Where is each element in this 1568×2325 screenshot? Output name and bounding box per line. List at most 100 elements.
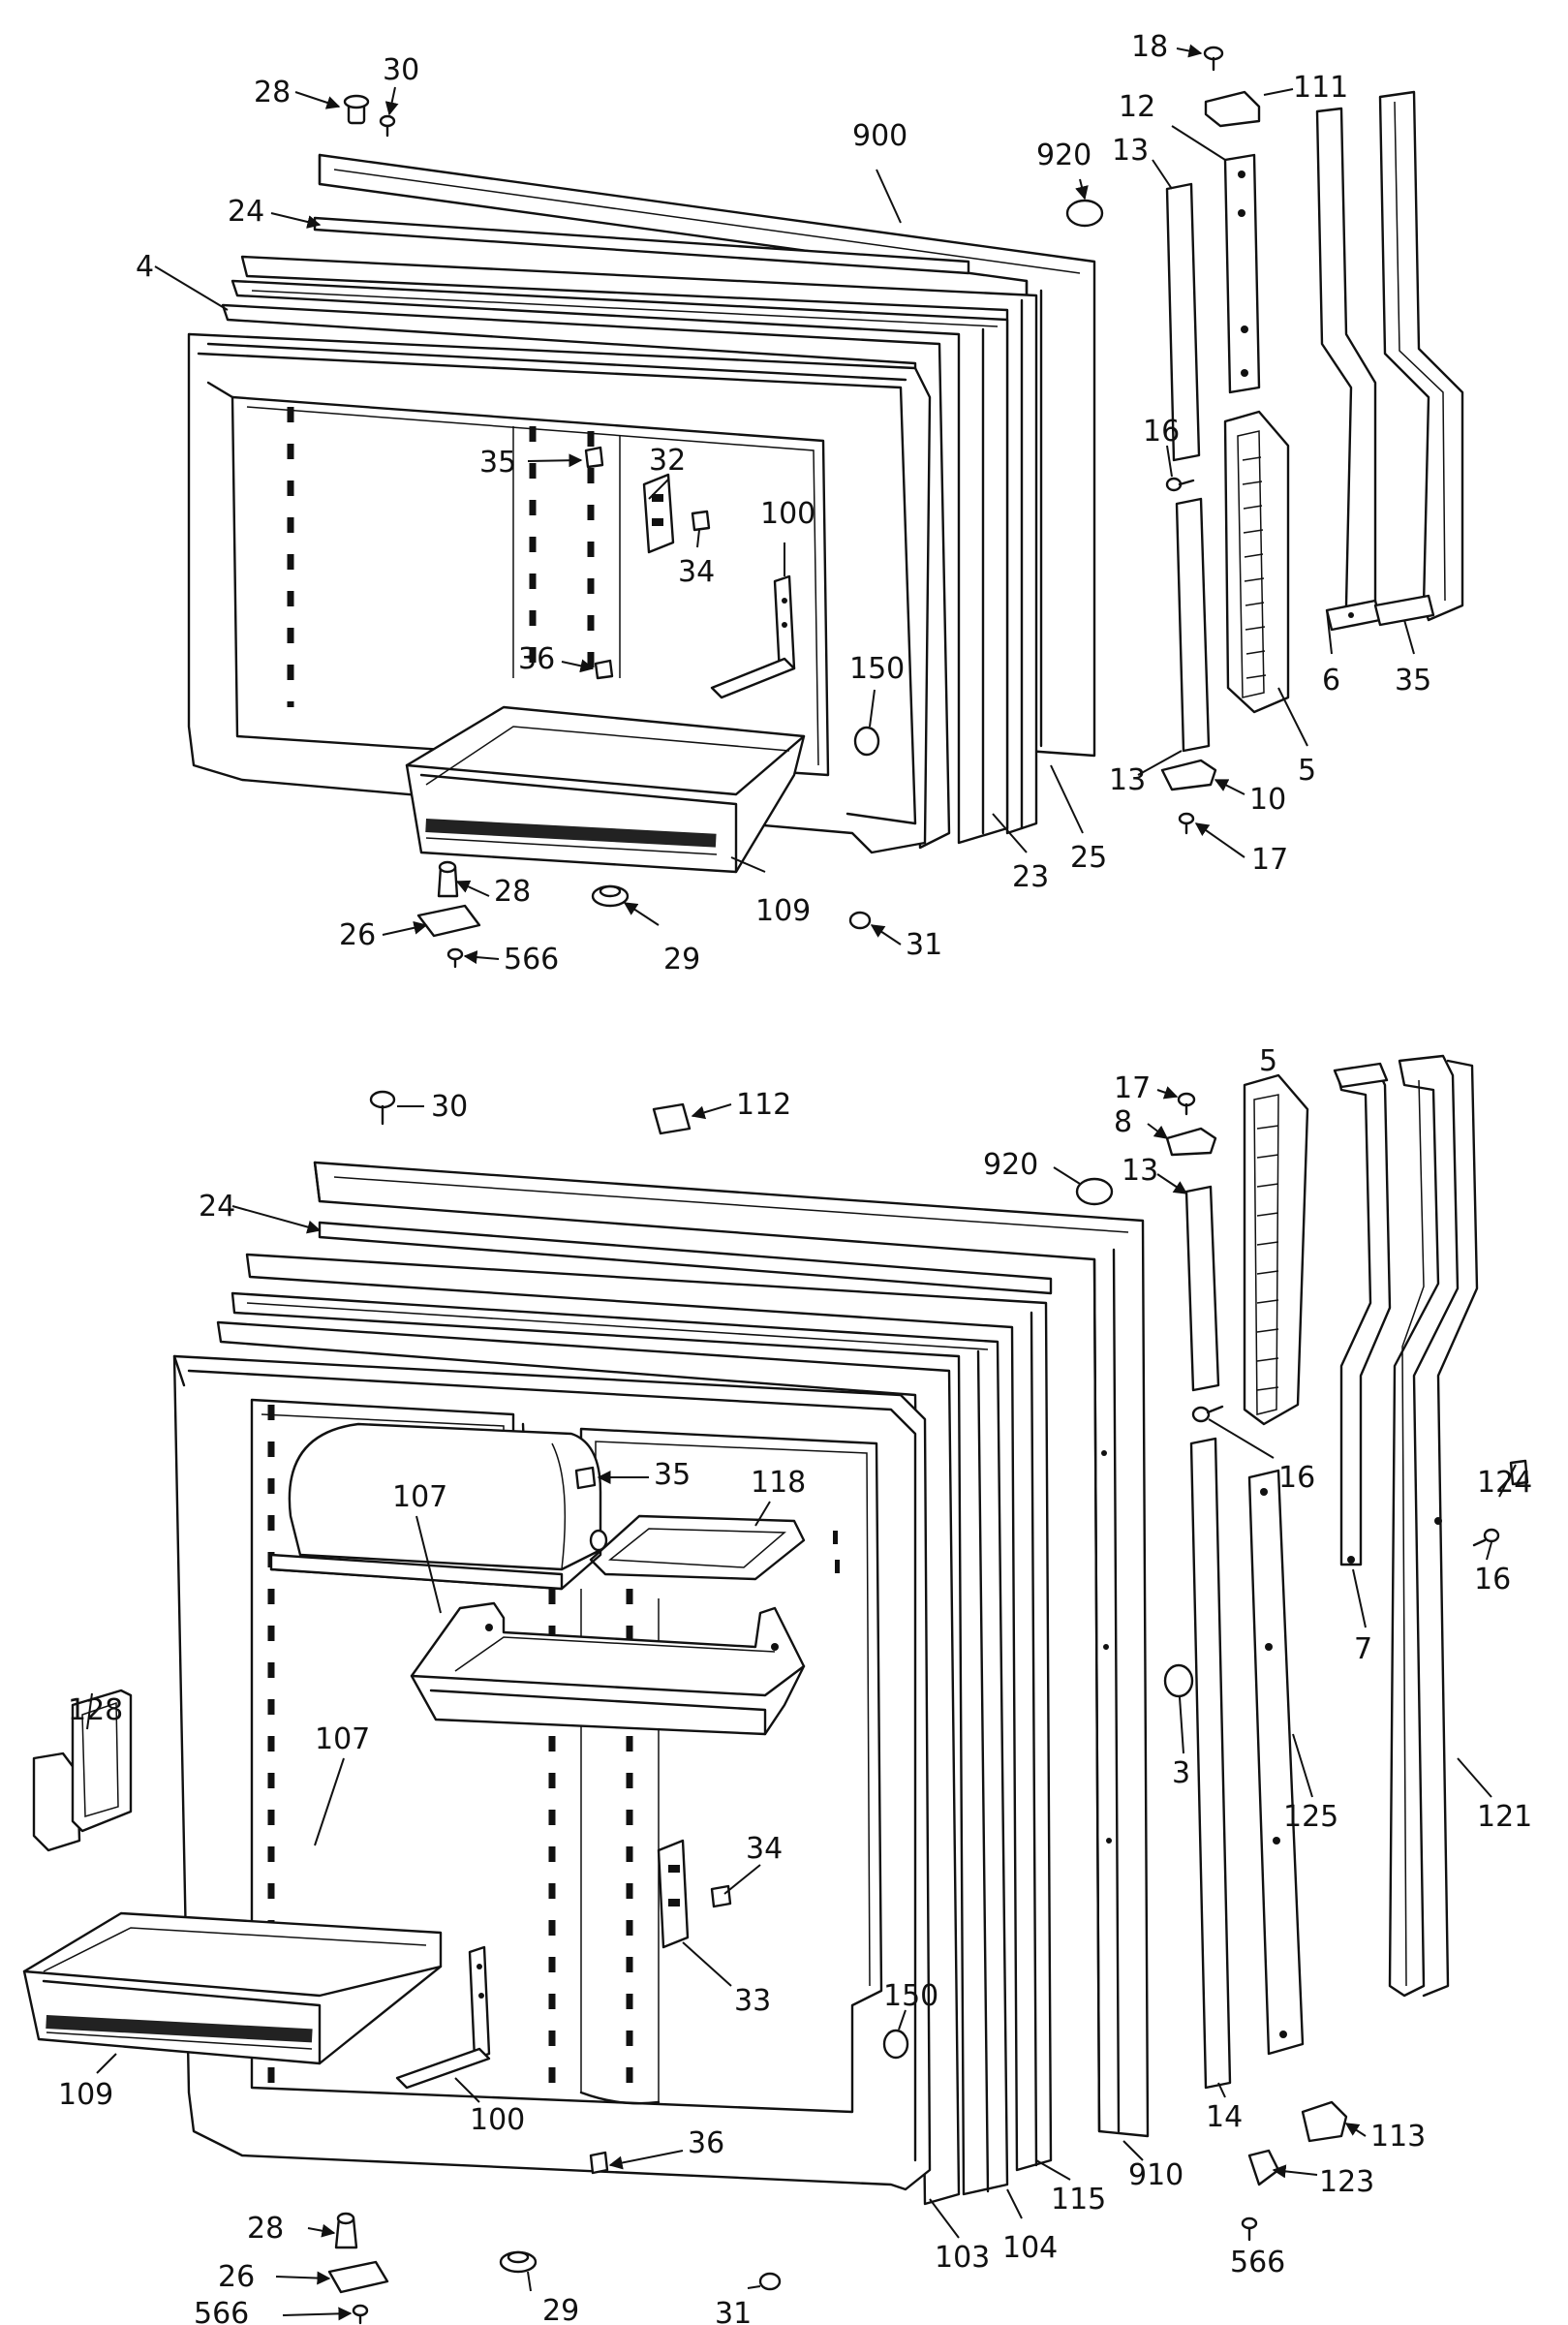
grille-5 bbox=[1223, 410, 1290, 714]
grommet-29-top bbox=[591, 884, 630, 908]
freezer-door-assembly bbox=[187, 46, 1464, 969]
label-13: 13 bbox=[1112, 134, 1149, 168]
label-17b: 17 bbox=[1114, 1071, 1151, 1105]
label-100: 100 bbox=[760, 497, 815, 531]
label-35c: 35 bbox=[654, 1458, 691, 1492]
handle-35 bbox=[1373, 90, 1464, 627]
plug-28-top bbox=[343, 94, 370, 125]
hinge-111 bbox=[1204, 90, 1261, 128]
label-6: 6 bbox=[1322, 664, 1340, 698]
label-10: 10 bbox=[1249, 783, 1286, 817]
plug-920-bottom bbox=[1075, 1177, 1114, 1206]
label-35: 35 bbox=[479, 446, 516, 480]
label-29: 29 bbox=[663, 943, 700, 976]
shelf-bracket-32 bbox=[642, 473, 675, 554]
label-124: 124 bbox=[1477, 1466, 1532, 1500]
screw-16-right bbox=[1472, 1528, 1500, 1547]
label-8: 8 bbox=[1114, 1105, 1132, 1139]
label-104: 104 bbox=[1002, 2231, 1058, 2265]
label-25: 25 bbox=[1070, 841, 1107, 875]
label-36: 36 bbox=[518, 642, 555, 676]
label-34: 34 bbox=[678, 555, 715, 589]
label-920: 920 bbox=[1036, 139, 1091, 172]
clip-34 bbox=[691, 510, 711, 532]
label-23: 23 bbox=[1012, 860, 1049, 894]
label-26b: 26 bbox=[218, 2260, 255, 2294]
fresh-food-leader-lines bbox=[86, 1086, 1517, 2321]
handle-strip-125 bbox=[1247, 1469, 1305, 2056]
label-7: 7 bbox=[1354, 1632, 1372, 1666]
grille-5-bottom bbox=[1243, 1073, 1309, 1426]
label-113: 113 bbox=[1370, 2120, 1426, 2154]
label-3: 3 bbox=[1172, 1756, 1190, 1790]
stud-150 bbox=[853, 726, 880, 757]
label-12: 12 bbox=[1119, 90, 1155, 124]
label-109: 109 bbox=[755, 894, 811, 928]
label-36b: 36 bbox=[688, 2126, 724, 2160]
screw-30-bottom bbox=[369, 1090, 396, 1126]
freezer-pan-109 bbox=[405, 705, 806, 874]
label-35-handle: 35 bbox=[1395, 664, 1431, 698]
screw-566-right bbox=[1241, 2216, 1258, 2242]
stud-150-bottom bbox=[882, 2029, 909, 2060]
label-14: 14 bbox=[1206, 2100, 1243, 2134]
plug-920-top bbox=[1065, 199, 1104, 228]
label-115: 115 bbox=[1051, 2183, 1106, 2216]
screw-566-bottom bbox=[352, 2304, 369, 2325]
handle-strip-12 bbox=[1223, 153, 1261, 394]
outer-door-panel-910 bbox=[313, 1161, 1150, 2138]
label-17: 17 bbox=[1251, 843, 1288, 877]
hinge-8 bbox=[1165, 1127, 1217, 1157]
label-107b: 107 bbox=[315, 1722, 370, 1756]
label-910: 910 bbox=[1128, 2158, 1184, 2192]
door-gasket-frames bbox=[221, 255, 1038, 850]
handle-7 bbox=[1333, 1062, 1392, 1566]
label-28: 28 bbox=[254, 76, 291, 109]
label-123: 123 bbox=[1319, 2165, 1374, 2199]
trim-13-upper bbox=[1165, 182, 1201, 462]
screw-30-top bbox=[379, 114, 396, 138]
label-16c: 16 bbox=[1474, 1563, 1511, 1596]
plate-26-bottom bbox=[327, 2260, 389, 2294]
dairy-door-107 bbox=[269, 1422, 608, 1591]
label-31: 31 bbox=[906, 928, 942, 962]
screw-16-bottom bbox=[1191, 1405, 1224, 1423]
plug-28-bottom bbox=[437, 860, 459, 898]
clip-34-bottom bbox=[710, 1884, 732, 1908]
label-33: 33 bbox=[734, 1984, 771, 2018]
trim-13-lower bbox=[1175, 497, 1211, 753]
label-109b: 109 bbox=[58, 2078, 113, 2112]
label-32: 32 bbox=[649, 444, 686, 478]
screw-566-top bbox=[446, 947, 464, 969]
label-150: 150 bbox=[849, 652, 905, 686]
stud-3 bbox=[1163, 1663, 1194, 1698]
label-107a: 107 bbox=[392, 1480, 447, 1514]
trim-14 bbox=[1189, 1437, 1232, 2090]
fresh-food-door-assembly bbox=[22, 1054, 1529, 2325]
label-31b: 31 bbox=[715, 2297, 752, 2325]
label-24: 24 bbox=[228, 195, 264, 229]
label-121: 121 bbox=[1477, 1800, 1532, 1834]
screw-18 bbox=[1203, 46, 1224, 72]
label-112: 112 bbox=[736, 1088, 791, 1122]
freezer-leader-lines bbox=[154, 44, 1415, 965]
label-18: 18 bbox=[1131, 30, 1168, 64]
label-26: 26 bbox=[339, 918, 376, 952]
label-24b: 24 bbox=[199, 1190, 235, 1224]
hinge-113 bbox=[1301, 2100, 1348, 2143]
screw-17-bottom bbox=[1177, 1092, 1196, 1116]
label-111: 111 bbox=[1293, 71, 1348, 105]
shelf-107-upper bbox=[410, 1601, 806, 1736]
label-4: 4 bbox=[136, 250, 154, 284]
trim-13-bottom bbox=[1184, 1185, 1220, 1392]
hinge-cover-112 bbox=[652, 1102, 692, 1135]
clip-35 bbox=[584, 446, 604, 469]
clip-35-bottom bbox=[574, 1466, 597, 1490]
plate-26-top bbox=[416, 904, 481, 938]
shelf-bracket-33 bbox=[657, 1839, 690, 1949]
label-30: 30 bbox=[383, 53, 419, 87]
label-34b: 34 bbox=[746, 1832, 783, 1866]
label-28c: 28 bbox=[247, 2212, 284, 2246]
label-566c: 566 bbox=[194, 2297, 249, 2325]
